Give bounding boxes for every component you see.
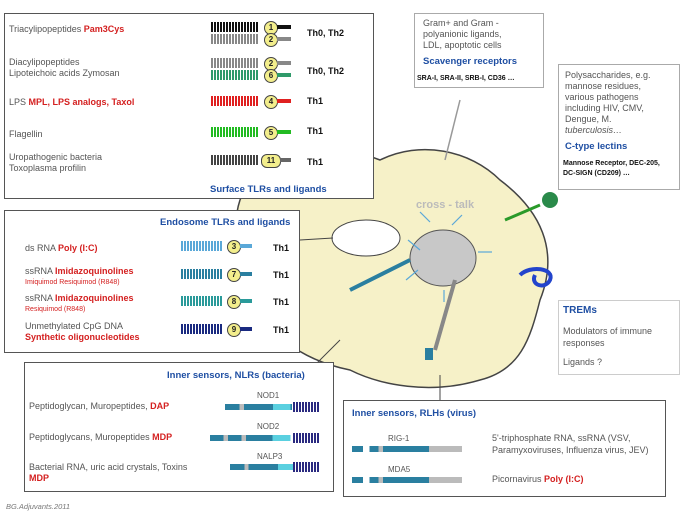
tlr2b-bars [211,58,259,68]
endosome-box: Endosome TLRs and ligands ds RNA Poly (I… [4,210,300,353]
nlr-row-1-nod: NOD1 [257,391,280,400]
endosome-row-4-th: Th1 [273,325,290,335]
footer-credit: BG.Adjuvants.2011 [6,502,71,511]
crosstalk-label: cross - talk [416,199,475,211]
surface-row-3-label: LPS MPL, LPS analogs, Taxol [9,97,135,107]
rlh-box: Inner sensors, RLHs (virus) RIG-1 5'-tri… [343,400,666,497]
ctype-text-4: including HIV, CMV, [565,103,644,113]
nlr-row-3-label2: MDP [29,473,49,483]
surface-row-3-th: Th1 [307,96,324,106]
surface-row-2-label2: Lipoteichoic acids Zymosan [9,68,120,78]
trems-text-1: Modulators of immune [563,326,653,336]
rlh-row-2-text: Picornavirus Poly (I:C) [492,474,584,484]
endosome-row-4-label2: Synthetic oligonucleotides [25,332,140,342]
tlr6-circle: 6 [264,69,278,83]
rig1-bar [352,446,462,452]
endosome-title: Endosome TLRs and ligands [160,217,291,228]
surface-row-5-label2: Toxoplasma profilin [9,163,87,173]
tlr3-bars [181,241,223,251]
ctype-text-3: various pathogens [565,92,639,102]
endosome-row-2-sub: Imiquimod Resiquimod (R848) [25,279,120,286]
nlr-row-2-nod: NOD2 [257,422,280,431]
tlr9-bars [181,324,223,334]
mda5-bar [352,477,462,483]
trems-text-2: responses [563,338,605,348]
nlr-row-3-nod: NALP3 [257,452,283,461]
nucleus [409,229,477,287]
endosome-row-3-sub: Resiquimod (R848) [25,306,86,313]
tlr7-circle: 7 [227,268,241,282]
ctype-box: Polysaccharides, e.g. mannose residues, … [558,64,680,190]
endosome-row-2-label: ssRNA Imidazoquinolines [25,266,134,276]
endosome-row-1-label: ds RNA Poly (I:C) [25,243,98,253]
tlr5-bars [211,127,259,137]
ctype-text-2: mannose residues, [565,81,642,91]
surface-row-4-th: Th1 [307,126,324,136]
nalp3-bar [230,464,322,470]
ctype-sub-1: Mannose Receptor, DEC-205, [563,160,660,167]
trems-box: TREMs Modulators of immune responses Lig… [558,300,680,375]
ctype-text-5: Dengue, M. [565,114,612,124]
surface-row-5-th: Th1 [307,157,324,167]
surface-row-1-th: Th0, Th2 [307,28,345,38]
surface-row-4-label: Flagellin [9,129,43,139]
tlr4-circle: 4 [264,95,278,109]
surface-row-5-label: Uropathogenic bacteria [9,152,103,162]
rlh-title: Inner sensors, RLHs (virus) [352,408,477,419]
ctype-sub-2: DC-SIGN (CD209) … [563,170,630,177]
surface-row-2-th: Th0, Th2 [307,66,345,76]
tlr11-bars [211,155,259,165]
endosome-row-1-th: Th1 [273,243,290,253]
tlr6-bars [211,70,259,80]
scavenger-sub: SRA-I, SRA-II, SRB-I, CD36 … [417,75,515,82]
nlr-row-3-label: Bacterial RNA, uric acid crystals, Toxin… [29,462,188,472]
scavenger-text-1: Gram+ and Gram - [423,18,499,28]
nod2-bar [210,435,322,441]
rlh-row-1-text1: 5'-triphosphate RNA, ssRNA (VSV, [492,433,631,443]
tlr1-bars [211,22,259,32]
tlr7-bars [181,269,223,279]
nlr-title: Inner sensors, NLRs (bacteria) [167,370,305,381]
tlr9-circle: 9 [227,323,241,337]
nlr-box: Inner sensors, NLRs (bacteria) Peptidogl… [24,362,334,492]
surface-row-2-label: Diacylipopeptides [9,57,80,67]
scavenger-text-3: LDL, apoptotic cells [423,40,502,50]
nod1-bar [225,404,321,410]
trems-title: TREMs [563,305,597,316]
endosome [331,219,401,257]
rlh-row-1-label: RIG-1 [388,434,410,443]
endosome-row-2-th: Th1 [273,270,290,280]
tlr3-circle: 3 [227,240,241,254]
tlr5-circle: 5 [264,126,278,140]
endosome-row-3-label: ssRNA Imidazoquinolines [25,293,134,303]
tlr8-circle: 8 [227,295,241,309]
rlh-row-1-text2: Paramyxoviruses, Influenza virus, JEV) [492,445,649,455]
ctype-text-6: tuberculosis… [565,125,623,135]
tlr4-bars [211,96,259,106]
ctype-text-1: Polysaccharides, e.g. [565,70,651,80]
surface-tlr-title: Surface TLRs and ligands [210,184,327,195]
nlr-row-2-label: Peptidoglycans, Muropeptides MDP [29,432,173,442]
surface-tlr-box: Triacylipopeptides Pam3Cys 1 2 Th0, Th2 … [4,13,374,199]
scavenger-text-2: polyanionic ligands, [423,29,502,39]
ctype-title: C-type lectins [565,141,628,152]
endosome-row-3-th: Th1 [273,297,290,307]
rlh-row-2-label: MDA5 [388,465,411,474]
tlr2-circle: 2 [264,33,278,47]
tlr2-bars [211,34,259,44]
tlr8-bars [181,296,223,306]
scavenger-box: Gram+ and Gram - polyanionic ligands, LD… [414,13,544,88]
tlr11-circle: 11 [261,154,281,168]
trems-ligands: Ligands ? [563,357,603,367]
scavenger-title: Scavenger receptors [423,56,517,67]
surface-row-1-label: Triacylipopeptides Pam3Cys [9,24,125,34]
nlr-row-1-label: Peptidoglycan, Muropeptides, DAP [29,401,170,411]
endosome-row-4-label: Unmethylated CpG DNA [25,321,124,331]
